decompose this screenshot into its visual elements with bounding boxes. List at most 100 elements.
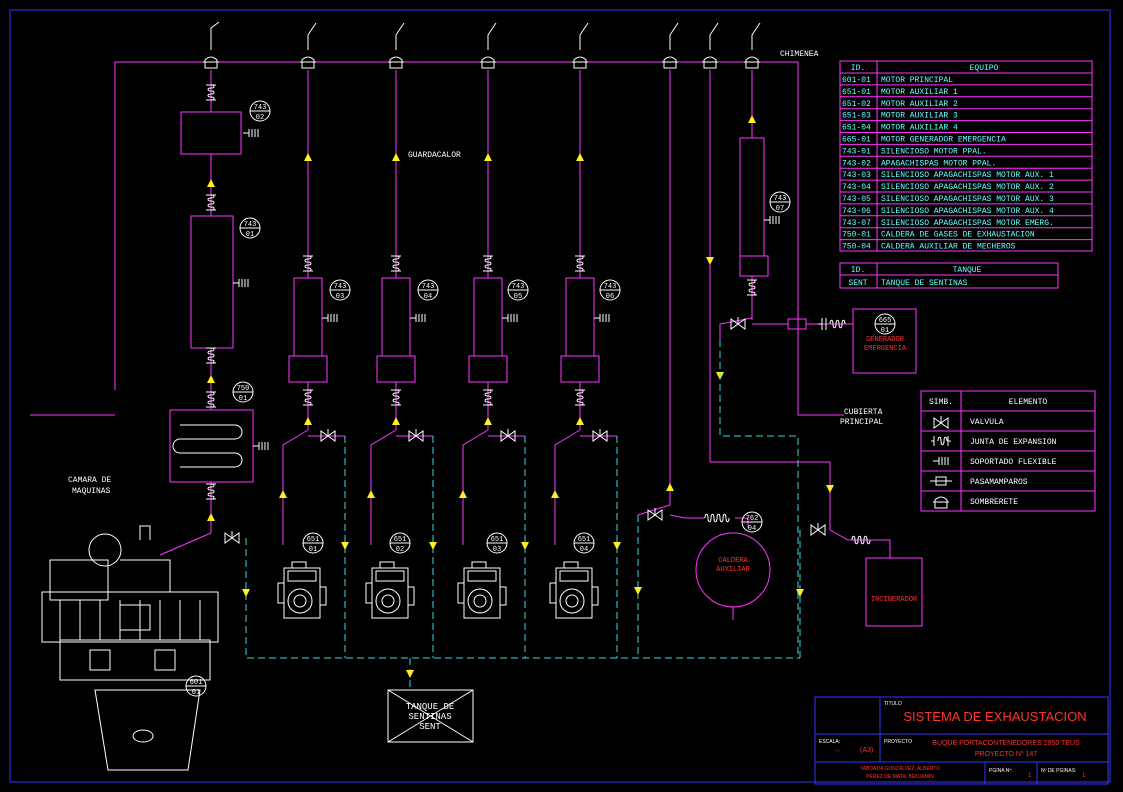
tag-suffix: 05 [514, 293, 522, 301]
tag-suffix: 07 [776, 205, 784, 213]
equipment-row-name: MOTOR AUXILIAR 1 [881, 88, 958, 97]
tank-row-name: TANQUE DE SENTINAS [881, 279, 968, 288]
page-label: PGINA Nº: [989, 768, 1013, 774]
equipment-row-id: 743-01 [842, 147, 871, 156]
label-chimenea: CHIMENEA [780, 50, 819, 59]
equipment-row-name: SILENCIOSO APAGACHISPAS MOTOR AUX. 4 [881, 207, 1054, 216]
tank-header-id: ID. [851, 266, 865, 275]
legend-table: SIMB. ELEMENTO VALVULA JUNTA DE EXPANSIO… [920, 390, 1096, 512]
equipment-row-id: 750-04 [842, 243, 871, 252]
drawing-title: SISTEMA DE EXHAUSTACION [903, 709, 1086, 724]
tag-number: 743 [604, 283, 617, 291]
equipment-row-id: 665-01 [842, 136, 871, 145]
tag-suffix: 01 [239, 395, 247, 403]
tag-suffix: 02 [256, 114, 264, 122]
escala-value: (A3) [860, 747, 873, 754]
equipment-row-id: 651-02 [842, 100, 871, 109]
author-1: TABOADA GONZÁLVEZ, ALBERTO [860, 765, 940, 772]
equipment-row-id: 601-01 [842, 76, 871, 85]
title-block [814, 696, 1109, 785]
exhaust-cap-icon [932, 496, 950, 509]
stack-ticks [210, 21, 761, 50]
expansion-joint-wave [829, 319, 846, 329]
escala-mark: -:- [835, 748, 841, 754]
equipment-row-name: SILENCIOSO APAGACHISPAS MOTOR AUX. 1 [881, 171, 1054, 180]
equipment-row-name: MOTOR GENERADOR EMERGENCIA [881, 136, 1006, 145]
tag-number: 743 [334, 283, 347, 291]
equipment-row-name: MOTOR PRINCIPAL [881, 76, 953, 85]
tag-number: 651 [394, 536, 407, 544]
main-engine [41, 525, 219, 771]
equipment-row-name: MOTOR AUXILIAR 4 [881, 124, 958, 133]
tag-number: 743 [254, 104, 267, 112]
equipment-row-name: SILENCIOSO MOTOR PPAL. [881, 147, 987, 156]
equipment-header-id: ID. [851, 64, 865, 73]
incinerator [829, 529, 923, 627]
aux-engines [277, 561, 599, 619]
expansion-joint-icon [931, 436, 951, 446]
equipment-row-id: 743-07 [842, 219, 871, 228]
label-tank-3: SENT [419, 722, 441, 732]
tag-number: 651 [307, 536, 320, 544]
aux-boiler [669, 514, 771, 620]
label-gen-2: EMERGENCIA [864, 345, 907, 353]
label-caldera-2: AUXILIAR [716, 566, 750, 574]
equipment-tags: 7430274301750017430374304743057430674307… [185, 100, 896, 697]
main-engine-exhaust-line [159, 70, 254, 556]
tag-number: 750 [237, 385, 250, 393]
drain-lines [245, 340, 801, 690]
equipment-row-id: 651-01 [842, 88, 871, 97]
tank-table: ID. TANQUE SENT TANQUE DE SENTINAS [839, 262, 1059, 289]
tag-number: 665 [879, 317, 892, 325]
label-camara: CAMARA DE [68, 476, 111, 485]
pages-label: Nº DE PGINAS: [1041, 768, 1076, 774]
equipment-header-name: EQUIPO [970, 64, 999, 73]
legend-row-label: VALVULA [970, 418, 1004, 427]
label-guardacalor: GUARDACALOR [408, 151, 461, 160]
legend-header-name: ELEMENTO [1009, 398, 1048, 407]
equipment-row-id: 750-01 [842, 231, 871, 240]
escala-label: ESCALA: [819, 739, 840, 745]
equipment-row-name: MOTOR AUXILIAR 2 [881, 100, 958, 109]
flexible-support-icon [932, 456, 949, 466]
legend-header-sym: SIMB. [929, 398, 953, 407]
label-tank-2: SENTINAS [408, 712, 451, 722]
legend-row-label: PASAMAMPAROS [970, 478, 1028, 487]
tag-number: 601 [190, 679, 203, 687]
valve-icon [933, 415, 949, 429]
pages-value: 1 [1082, 773, 1086, 779]
tag-number: 743 [422, 283, 435, 291]
page-value: 1 [1028, 773, 1032, 779]
tank-header-name: TANQUE [953, 266, 982, 275]
equipment-row-name: CALDERA DE GASES DE EXHAUSTACION [881, 231, 1035, 240]
proyecto-label: PROYECTO [884, 739, 912, 745]
tag-suffix: 01 [881, 327, 889, 335]
tag-number: 651 [578, 536, 591, 544]
legend-row-label: SOPORTADO FLEXIBLE [970, 458, 1057, 467]
boiler-coil [172, 424, 243, 468]
author-2: PÉREZ DE MATA, BENJAMÍN [866, 773, 934, 780]
legend-row-label: SOMBRERETE [970, 498, 1018, 507]
equipment-row-id: 743-03 [842, 171, 871, 180]
legend-row-label: JUNTA DE EXPANSION [970, 438, 1057, 447]
equipment-row-name: MOTOR AUXILIAR 3 [881, 112, 958, 121]
equipment-row-name: SILENCIOSO APAGACHISPAS MOTOR EMERG. [881, 219, 1054, 228]
tag-suffix: 04 [424, 293, 432, 301]
equipment-row-id: 743-06 [842, 207, 871, 216]
equipment-row-name: SILENCIOSO APAGACHISPAS MOTOR AUX. 2 [881, 183, 1054, 192]
chimney-header-line [30, 61, 844, 416]
